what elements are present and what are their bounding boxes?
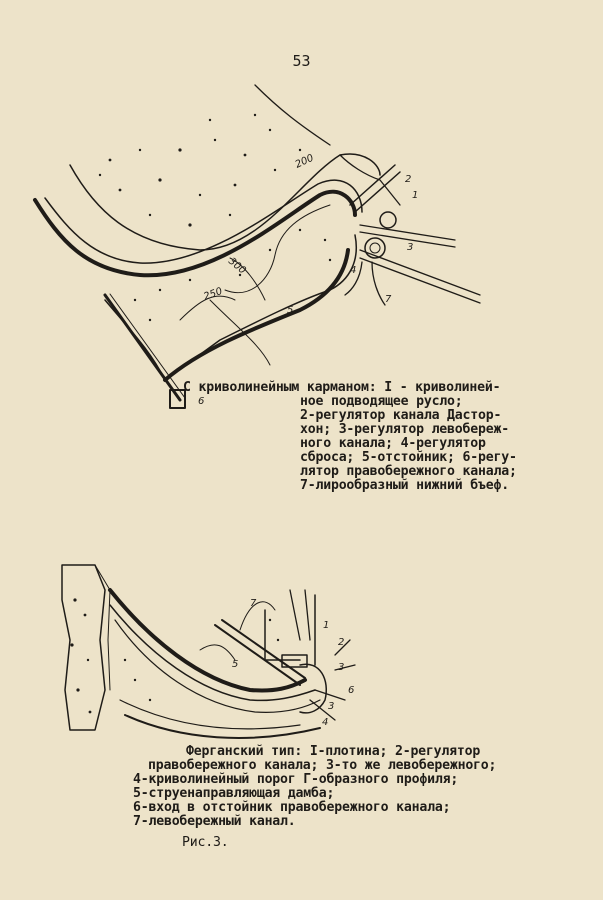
fig2-label-1: 1 xyxy=(323,620,329,631)
fig1-caption-line-2: ное подводящее русло; xyxy=(300,394,463,409)
fig1-caption-line-6: сброса; 5-отстойник; 6-регу- xyxy=(300,450,517,465)
figure-label: Рис.3. xyxy=(182,835,229,850)
fig1-caption-line-4: хон; 3-регулятор левобереж- xyxy=(300,422,509,437)
fig2-label-2: 2 xyxy=(338,637,344,648)
fig1-caption-line-1: С криволинейным карманом: I - криволиней… xyxy=(183,380,501,395)
fig2-caption-line-6: 7-левобережный канал. xyxy=(133,814,296,829)
fig1-label-5: 5 xyxy=(287,305,293,316)
fig1-label-2: 2 xyxy=(405,174,411,185)
fig1-label-1: 1 xyxy=(412,190,418,201)
fig2-label-4: 4 xyxy=(322,717,328,728)
fig2-label-7: 7 xyxy=(250,598,257,609)
fig2-caption-line-1: Ферганский тип: I-плотина; 2-регулятор xyxy=(186,744,481,759)
fig2-label-6: 6 xyxy=(348,685,354,696)
fig2-label-3: 3 xyxy=(338,662,344,673)
fig2-caption-line-4: 5-струенаправляющая дамба; xyxy=(133,786,335,801)
fig1-label-4: 4 xyxy=(350,265,356,276)
fig1-caption-line-5: ного канала; 4-регулятор xyxy=(300,436,486,451)
fig2-caption-line-3: 4-криволинейный порог Г-образного профил… xyxy=(133,772,459,787)
fig2-caption-line-5: 6-вход в отстойник правобережного канала… xyxy=(133,800,451,815)
fig2-label-3b: 3 xyxy=(328,701,334,712)
fig1-label-6: 6 xyxy=(198,396,204,407)
fig2-caption-line-2: правобережного канала; 3-то же левобереж… xyxy=(148,758,497,773)
fig1-label-3: 3 xyxy=(407,242,413,253)
page-number: 53 xyxy=(292,52,311,70)
fig1-caption-line-3: 2-регулятор канала Дастор- xyxy=(300,408,502,423)
fig2-label-5: 5 xyxy=(232,659,238,670)
fig1-label-7: 7 xyxy=(385,294,392,305)
fig1-caption-line-8: 7-лирообразный нижний бъеф. xyxy=(300,478,509,493)
fig1-caption-line-7: лятор правобережного канала; xyxy=(300,464,517,479)
